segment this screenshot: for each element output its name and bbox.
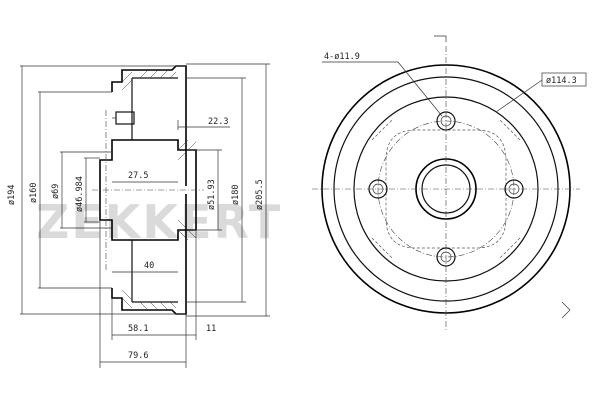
dim-l275: 27.5: [128, 171, 148, 181]
dim-pcd: ø114.3: [546, 76, 577, 86]
diameter-dimension-lines: [21, 64, 267, 316]
dim-holes: 4-ø11.9: [324, 52, 360, 62]
section-mark-bottom: [561, 301, 571, 319]
dim-d46984: ø46.984: [75, 176, 85, 212]
dim-d5193: ø51.93: [207, 179, 217, 210]
dim-d160: ø160: [29, 183, 39, 203]
pcd-box: [541, 72, 587, 87]
dim-l796: 79.6: [128, 351, 148, 361]
extension-lines: [20, 63, 270, 368]
side-section-view: ø194 ø160 ø69 ø46.984 ø51.93 ø180 ø205.5…: [7, 63, 270, 368]
dim-l11: 11: [206, 324, 216, 334]
dim-d194: ø194: [7, 185, 17, 205]
drum-outline-top: [111, 65, 187, 186]
dim-l223: 22.3: [208, 117, 228, 127]
hidden-hub-contour: [385, 129, 507, 249]
dim-d180: ø180: [231, 185, 241, 205]
wheel-stud: [115, 111, 135, 125]
length-dimension-lines: [100, 120, 230, 363]
section-mark-top: [434, 35, 447, 42]
brand-watermark: ZEKKERT: [36, 195, 282, 249]
pcd-leader: [495, 79, 543, 113]
front-view: 4-ø11.9 ø114.3: [312, 35, 587, 330]
section-hatching: [121, 69, 197, 311]
dim-l40: 40: [144, 261, 154, 271]
dim-d2055: ø205.5: [255, 179, 265, 210]
dim-d69: ø69: [51, 184, 61, 199]
holes-leader: [322, 61, 443, 117]
dim-l581: 58.1: [128, 324, 148, 334]
